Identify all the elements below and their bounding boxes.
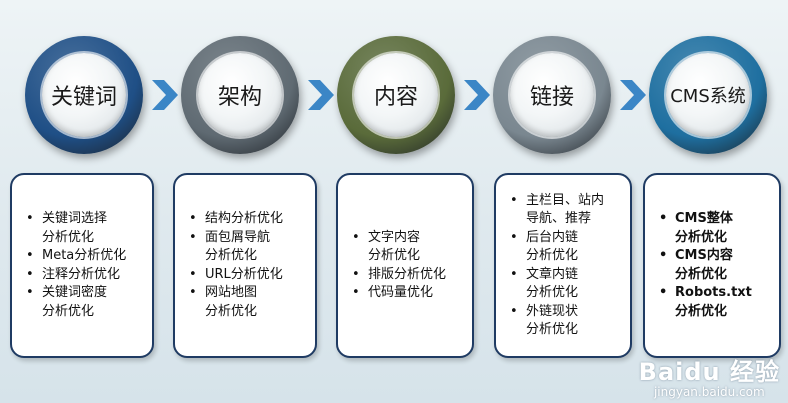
list-item: •URL分析优化 [189, 266, 283, 282]
chevron-right-icon [464, 80, 490, 110]
stage-label: 架构 [217, 85, 262, 110]
list-item: •关键词密度分析优化 [26, 285, 108, 319]
card-links: •主栏目、站内导航、推荐 •后台内链分析优化 •文章内链分析优化 •外链现状分析… [494, 173, 632, 358]
watermark-brand: Baidu 经验 [638, 358, 780, 386]
stage-keywords: 关键词 [25, 36, 143, 154]
list-item: •CMS内容分析优化 [659, 248, 733, 282]
card-content: •文字内容分析优化 •排版分析优化 •代码量优化 [336, 173, 474, 358]
item-list: •主栏目、站内导航、推荐 •后台内链分析优化 •文章内链分析优化 •外链现状分析… [510, 192, 622, 340]
chevron-right-icon [620, 80, 646, 110]
list-item: •文字内容分析优化 [352, 229, 421, 264]
card-architecture: •结构分析优化 •面包屑导航分析优化 •URL分析优化 •网站地图分析优化 [173, 173, 317, 358]
list-item: •代码量优化 [352, 285, 434, 300]
chevron-right-icon [152, 80, 178, 110]
item-list: •结构分析优化 •面包屑导航分析优化 •URL分析优化 •网站地图分析优化 [189, 210, 307, 321]
list-item: •Meta分析优化 [26, 248, 127, 263]
list-item: •文章内链分析优化 [510, 266, 579, 301]
stage-label: 内容 [373, 85, 418, 110]
list-item: •排版分析优化 [352, 266, 447, 282]
list-item: •主栏目、站内导航、推荐 [510, 192, 605, 227]
list-item: •后台内链分析优化 [510, 229, 579, 264]
list-item: •注释分析优化 [26, 266, 121, 282]
item-list: •文字内容分析优化 •排版分析优化 •代码量优化 [352, 229, 464, 303]
list-item: •外链现状分析优化 [510, 303, 579, 338]
item-list: •关键词选择分析优化 •Meta分析优化 •注释分析优化 •关键词密度分析优化 [26, 210, 144, 321]
list-item: •关键词选择分析优化 [26, 211, 108, 245]
list-item: •CMS整体分析优化 [659, 211, 733, 245]
chevron-right-icon [308, 80, 334, 110]
list-item: •面包屑导航分析优化 [189, 229, 271, 264]
stage-content: 内容 [337, 36, 455, 154]
stage-cms: CMS系统 [649, 36, 767, 154]
list-item: •结构分析优化 [189, 211, 284, 226]
list-item: •网站地图分析优化 [189, 285, 258, 319]
stage-label: 关键词 [50, 85, 117, 110]
stage-label: CMS系统 [670, 86, 746, 107]
stage-links: 链接 [493, 36, 611, 154]
stage-label: 链接 [529, 85, 574, 110]
card-keywords: •关键词选择分析优化 •Meta分析优化 •注释分析优化 •关键词密度分析优化 [10, 173, 154, 358]
baidu-watermark: Baidu 经验 jingyan.baidu.com [639, 352, 780, 399]
watermark-url: jingyan.baidu.com [653, 385, 765, 399]
stage-architecture: 架构 [181, 36, 299, 154]
